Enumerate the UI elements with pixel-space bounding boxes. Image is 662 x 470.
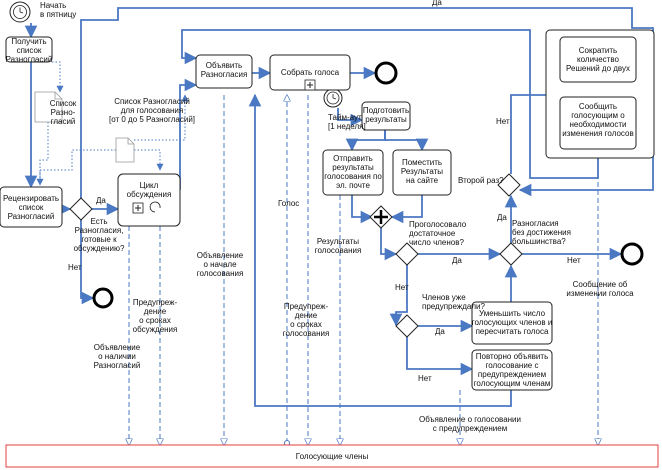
label-yes-top: Да: [432, 0, 442, 7]
gateway-issues-ready: [69, 197, 93, 221]
start-event: [9, 1, 31, 23]
end-event-vote: [374, 61, 398, 85]
label-second-time: Второй раз?: [458, 176, 504, 185]
task-send-results: [322, 149, 384, 196]
pool-voting-members: [5, 444, 659, 468]
label-msg-vote: Голос: [278, 199, 299, 208]
label-yes-majority: Да: [497, 213, 507, 222]
task-reduce-count: [471, 301, 553, 345]
label-no-second: Нет: [496, 117, 510, 126]
label-yes-mid: Да: [452, 256, 462, 265]
gateway-enough-voted: [395, 242, 419, 266]
loop-icon: [149, 201, 161, 213]
data-object-list: [34, 91, 63, 123]
pool-label: Голосующие члены: [296, 452, 369, 461]
task-announce: [195, 54, 253, 89]
label-timeout: Тайм-аут[1 неделя]: [328, 113, 366, 131]
end-event-final: [620, 242, 644, 266]
end-event-no-issues: [92, 287, 114, 309]
gateway-parallel-join: [369, 205, 393, 229]
label-yes-cycle: Да: [96, 196, 106, 205]
label-no-warned: Нет: [418, 374, 432, 383]
gateway-majority: [499, 242, 523, 266]
label-yes-warned: Да: [435, 327, 445, 336]
data-object-vote-list: [115, 137, 135, 163]
label-no-majority: Нет: [567, 256, 581, 265]
timer-boundary-event: [323, 88, 343, 108]
associations: [36, 61, 189, 186]
task-cut-solutions: [559, 36, 637, 83]
gateway-second-time: [497, 173, 521, 197]
task-revote: [471, 349, 553, 391]
label-no-mid: Нет: [395, 283, 409, 292]
task-notify: [559, 96, 637, 150]
gateway-members-warned: [395, 314, 419, 338]
message-flows: [129, 95, 598, 446]
task-prepare: [361, 101, 411, 131]
task-get-list: [5, 36, 53, 63]
task-collect-label: Собрать голоса: [281, 68, 340, 77]
label-no-left: Нет: [68, 263, 82, 272]
task-review: [0, 186, 63, 228]
task-post-results: [392, 149, 452, 196]
